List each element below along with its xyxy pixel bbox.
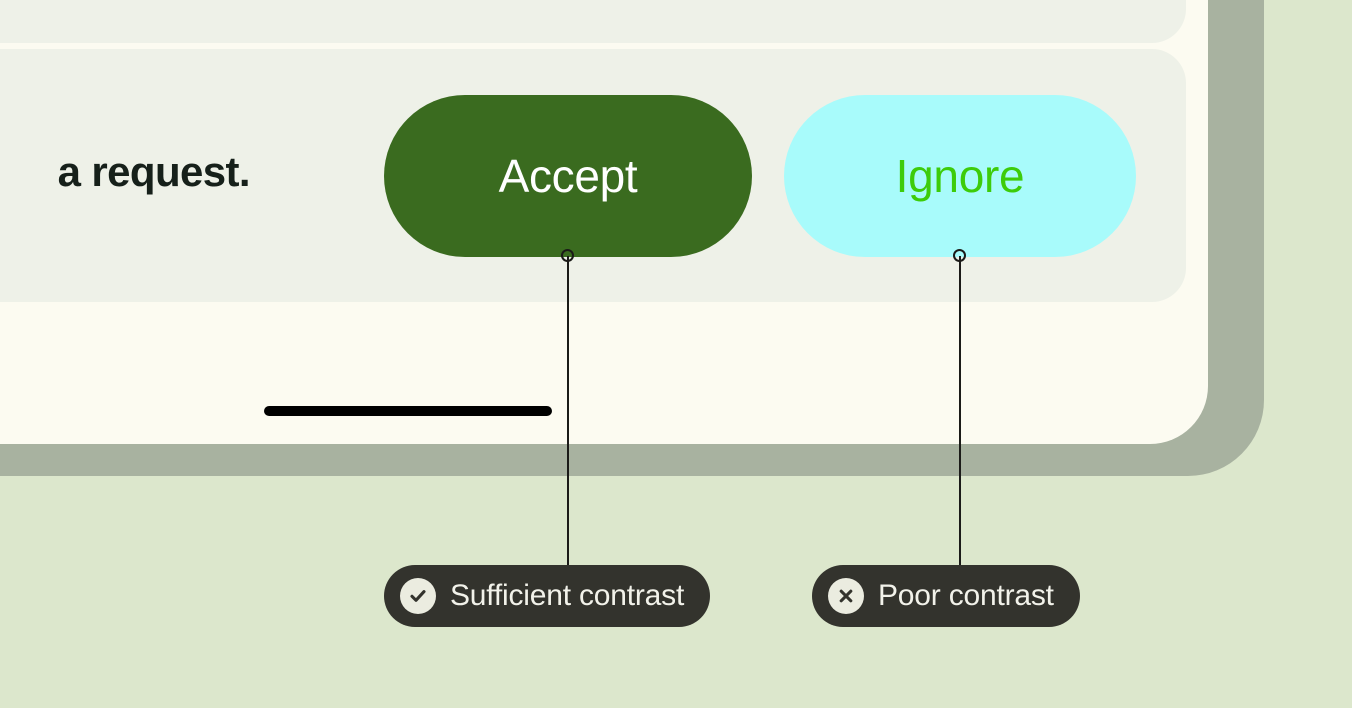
annotation-label: Sufficient contrast [450,579,685,612]
annotation-badge-sufficient-contrast: Sufficient contrast [384,565,711,627]
request-body-text: a request. [57,148,251,195]
accept-button[interactable]: Accept [384,95,752,257]
ignore-button[interactable]: Ignore [784,95,1136,257]
annotation-label: Poor contrast [878,579,1054,612]
home-indicator [264,406,552,416]
callout-leader-line-ignore [959,256,961,568]
content-panel-top [0,0,1186,43]
x-circle-icon [828,578,864,614]
callout-anchor-dot-ignore [953,249,966,262]
callout-leader-line-accept [567,256,569,568]
check-circle-icon [400,578,436,614]
annotation-badge-poor-contrast: Poor contrast [812,565,1080,627]
callout-anchor-dot-accept [561,249,574,262]
